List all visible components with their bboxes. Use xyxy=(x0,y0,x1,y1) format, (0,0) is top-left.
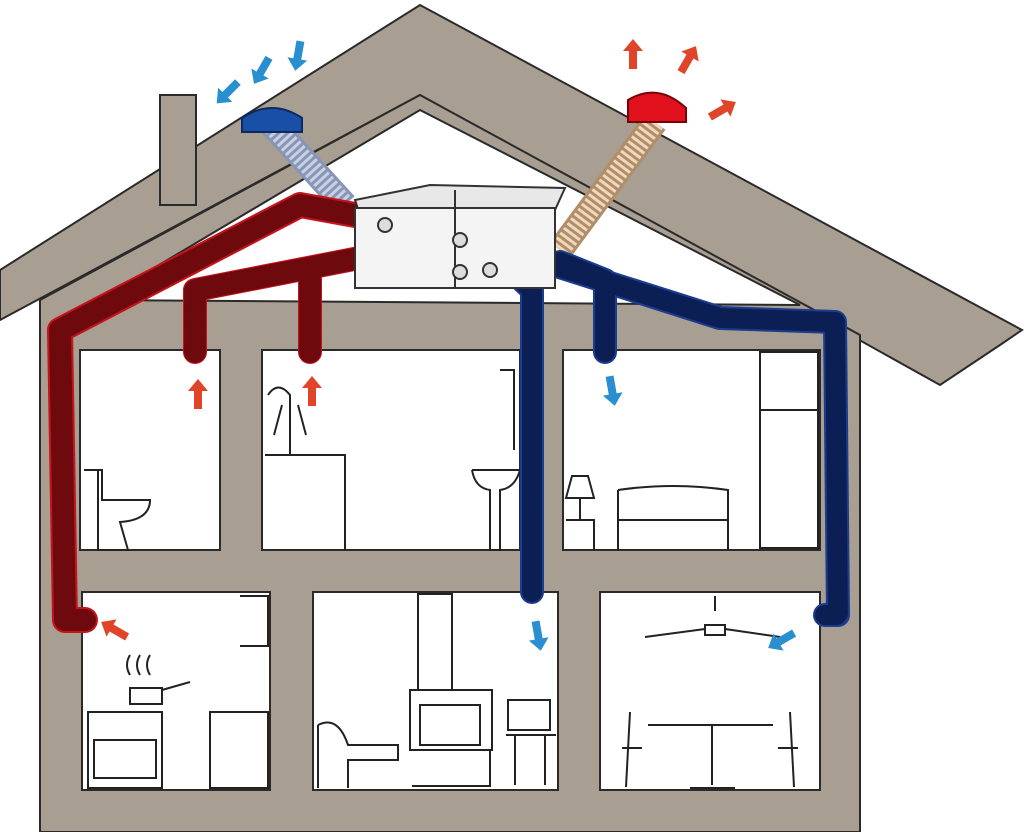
supply-ducts xyxy=(47,192,402,633)
desk-tv xyxy=(506,699,556,785)
room-toilet xyxy=(79,349,221,551)
room-bathroom xyxy=(261,349,521,551)
intake-vent-icon xyxy=(241,107,303,133)
chimney xyxy=(159,94,197,206)
armchair xyxy=(317,721,399,788)
intake-hose-ribs xyxy=(264,118,353,212)
heat-recovery-unit-icon xyxy=(353,183,567,289)
kitchen-cabinets xyxy=(209,595,269,789)
stove xyxy=(87,654,191,789)
air-flow-arrow-icon xyxy=(302,376,322,406)
air-flow-arrow-icon xyxy=(602,375,623,406)
furniture xyxy=(84,351,819,789)
bed xyxy=(617,485,729,550)
sink xyxy=(471,369,522,551)
air-flow-arrow-icon xyxy=(677,46,699,75)
bathtub-shower xyxy=(265,386,346,550)
lamp xyxy=(564,475,596,550)
room-bedroom xyxy=(562,349,821,551)
air-flow-arrows xyxy=(101,39,797,651)
air-flow-arrow-icon xyxy=(188,379,208,409)
air-flow-arrow-icon xyxy=(528,620,549,651)
air-flow-arrow-icon xyxy=(623,39,643,69)
wardrobe xyxy=(759,351,819,549)
air-flow-arrow-icon xyxy=(287,40,308,71)
supply-duct-ribs xyxy=(49,194,401,631)
roof xyxy=(0,3,1024,387)
ceiling-fan xyxy=(644,596,781,638)
exhaust-hose-ribs xyxy=(551,116,664,256)
extract-ducts xyxy=(478,233,850,627)
house xyxy=(0,3,1024,832)
air-flow-arrow-icon xyxy=(101,619,130,641)
exhaust-vent-icon xyxy=(627,91,687,123)
room-dining xyxy=(599,591,821,791)
air-flow-arrow-icon xyxy=(768,629,797,651)
toilet xyxy=(84,469,152,551)
air-flow-arrow-icon xyxy=(251,55,273,84)
air-flow-arrow-icon xyxy=(707,99,736,121)
fireplace xyxy=(409,593,493,787)
air-flow-arrow-icon xyxy=(216,79,241,104)
dining-table xyxy=(622,711,798,789)
